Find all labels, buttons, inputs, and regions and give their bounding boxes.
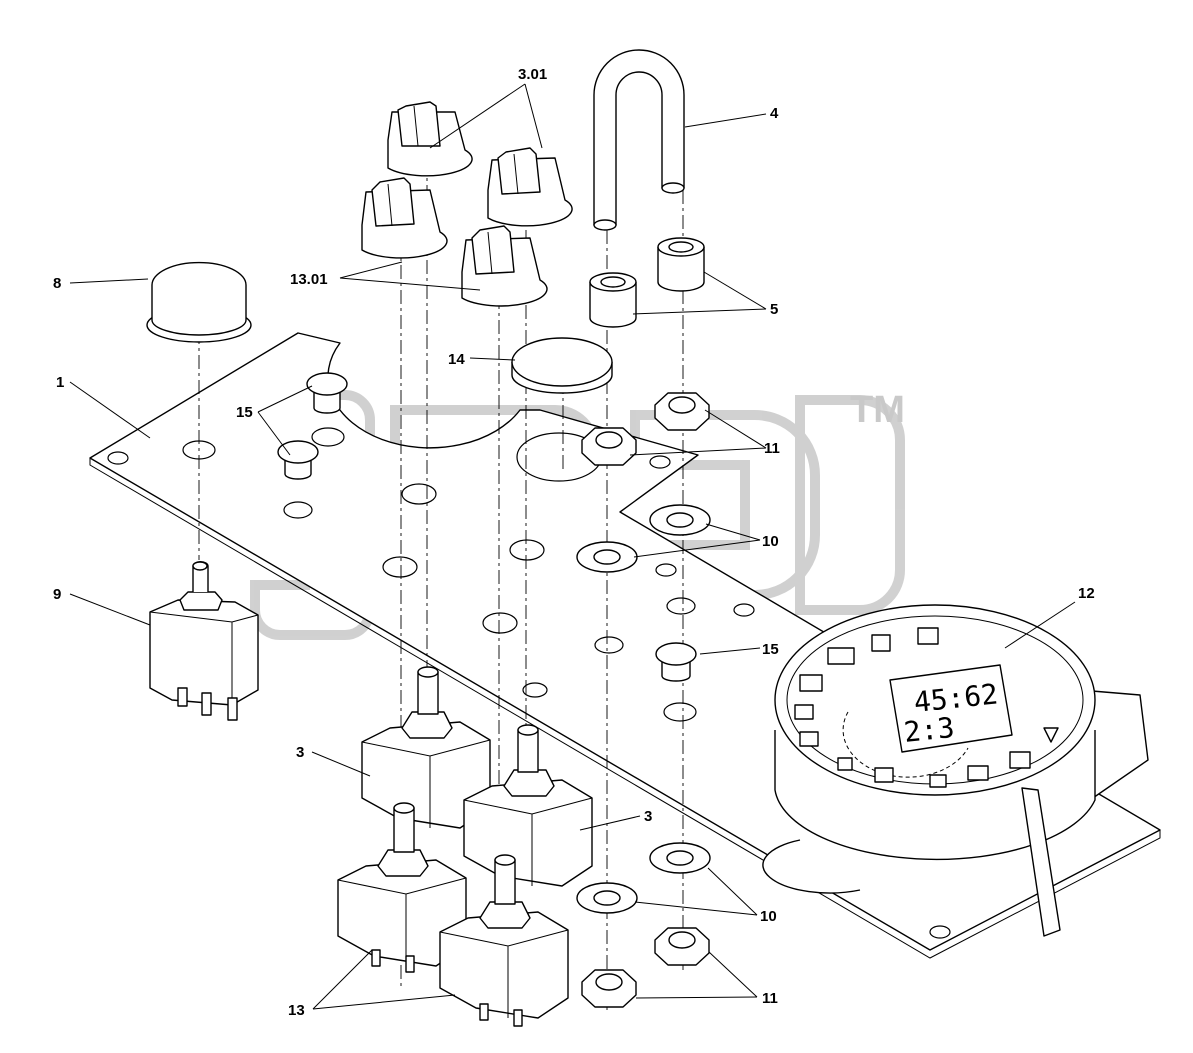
label-4: 4 [770, 105, 779, 122]
plate-hole [311, 427, 345, 447]
plate-hole [283, 501, 313, 519]
indicator-icon [799, 674, 823, 692]
knob-mid-left [361, 177, 448, 259]
label-15-top: 15 [236, 404, 253, 421]
watermark-tm: TM [850, 389, 905, 431]
u-bolt [593, 49, 685, 231]
plate-hole [649, 455, 671, 469]
washer-bottom-1 [649, 842, 711, 874]
plate-hole [382, 556, 418, 578]
plate-hole [401, 483, 437, 505]
indicator-icon [799, 731, 819, 747]
plug [511, 337, 613, 394]
washer-top-2 [576, 541, 638, 573]
plate-hole [107, 451, 129, 465]
plate-hole [482, 612, 518, 634]
label-14: 14 [448, 351, 465, 368]
label-10-top: 10 [762, 533, 779, 550]
nut-top-2 [581, 427, 637, 466]
label-3-upper: 3 [296, 744, 304, 761]
label-8: 8 [53, 275, 61, 292]
label-5: 5 [770, 301, 778, 318]
label-1: 1 [56, 374, 64, 391]
plate-hole [666, 597, 696, 615]
nut-top-1 [654, 392, 710, 431]
label-10-bottom: 10 [760, 908, 777, 925]
indicator-icon [874, 767, 894, 783]
callout-labels: 3.01 4 5 8 13.01 14 1 15 11 10 9 12 15 3… [53, 66, 1095, 1019]
label-15-right: 15 [762, 641, 779, 658]
label-9: 9 [53, 586, 61, 603]
warning-triangle-icon [1043, 727, 1059, 743]
spacer-right [657, 237, 705, 292]
label-13: 13 [288, 1002, 305, 1019]
plate-hole [929, 925, 951, 939]
indicator-icon [871, 634, 891, 652]
toggle-switch [149, 561, 259, 721]
label-13-01: 13.01 [290, 271, 328, 288]
label-3-01: 3.01 [518, 66, 547, 83]
knob-mid-right [461, 225, 548, 307]
knob-top-left [387, 101, 473, 177]
instrument-cluster: 45:62 2:3 [762, 604, 1149, 937]
indicator-icon [917, 627, 939, 645]
washer-top-1 [649, 504, 711, 536]
knob-top-right [487, 147, 573, 227]
nut-bottom-1 [654, 927, 710, 966]
plate-hole [733, 603, 755, 617]
small-plug-left [277, 440, 319, 480]
leader-lines [69, 83, 1076, 1010]
small-plug-right [655, 642, 697, 682]
spacer-left [589, 272, 637, 328]
indicator-icon [827, 647, 855, 665]
label-3-lower: 3 [644, 808, 652, 825]
small-plug-top [306, 372, 348, 414]
indicator-icon [1009, 751, 1031, 769]
nut-bottom-2 [581, 969, 637, 1008]
label-11-top: 11 [764, 440, 780, 457]
rotary-switch-1 [361, 666, 491, 829]
plate-hole [655, 563, 677, 577]
plate-hole [522, 682, 548, 698]
rotary-switch-3 [337, 802, 467, 973]
indicator-icon [794, 704, 814, 720]
indicator-icon [967, 765, 989, 781]
indicator-icon [929, 774, 947, 788]
cap [146, 261, 252, 343]
plate-hole [594, 636, 624, 654]
plate-hole [509, 539, 545, 561]
label-11-bottom: 11 [762, 990, 778, 1007]
indicator-icon [837, 757, 853, 771]
label-12: 12 [1078, 585, 1095, 602]
cluster-display-bottom: 2:3 [902, 711, 956, 749]
rotary-switch-4 [439, 854, 569, 1027]
washer-bottom-2 [576, 882, 638, 914]
plate-hole [663, 702, 697, 722]
